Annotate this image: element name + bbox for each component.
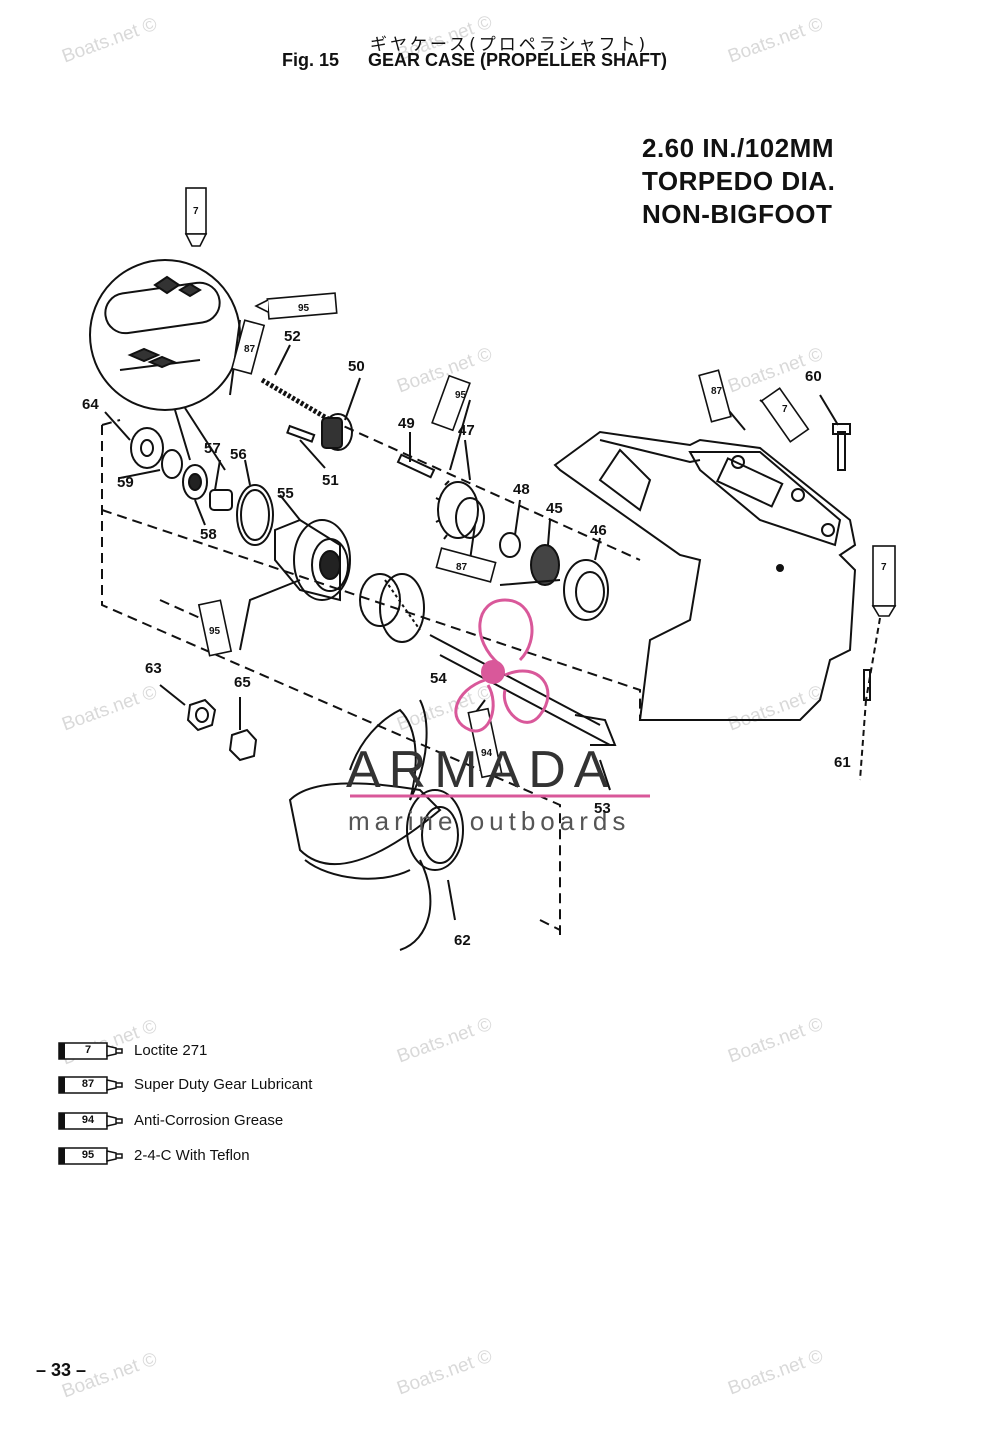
callout-64: 64 xyxy=(82,396,99,413)
spec-torpedo: TORPEDO DIA. xyxy=(642,166,836,196)
callout-54: 54 xyxy=(430,670,447,687)
callout-59: 59 xyxy=(117,474,134,491)
legend-text: 2-4-C With Teflon xyxy=(134,1147,250,1164)
callout-49: 49 xyxy=(398,415,415,432)
page-title: GEAR CASE (PROPELLER SHAFT) xyxy=(368,50,668,70)
tube-icon xyxy=(58,1076,123,1094)
tube-87-right xyxy=(698,369,732,423)
tube-icon xyxy=(58,1042,123,1060)
title-japanese: ギヤケース(プロペラシャフト) xyxy=(370,35,649,55)
tube-label: 7 xyxy=(782,404,788,415)
tube-94 xyxy=(467,707,503,779)
callout-47: 47 xyxy=(458,422,475,439)
tube-label: 95 xyxy=(298,303,310,314)
callout-53: 53 xyxy=(594,800,611,817)
page-number: – 33 – xyxy=(36,1360,87,1380)
callout-58: 58 xyxy=(200,526,217,543)
callout-57: 57 xyxy=(204,440,221,457)
callout-56: 56 xyxy=(230,446,247,463)
figure-label: Fig. 15 xyxy=(282,50,340,70)
tube-87-left xyxy=(230,319,266,375)
callout-52: 52 xyxy=(284,328,301,345)
tube-95-low xyxy=(197,599,233,657)
tube-95-detail xyxy=(254,292,338,320)
tube-label: 87 xyxy=(244,344,256,355)
callout-46: 46 xyxy=(590,522,607,539)
tube-label: 87 xyxy=(711,386,723,397)
legend-text: Super Duty Gear Lubricant xyxy=(134,1076,313,1093)
callout-45: 45 xyxy=(546,500,563,517)
legend-text: Loctite 271 xyxy=(134,1042,208,1059)
tube-label: 95 xyxy=(455,390,467,401)
legend-code: 95 xyxy=(81,1149,95,1161)
tube-7-right-b xyxy=(871,545,897,617)
callout-48: 48 xyxy=(513,481,530,498)
callout-62: 62 xyxy=(454,932,471,949)
tube-label: 94 xyxy=(481,748,493,759)
callout-60: 60 xyxy=(805,368,822,385)
tube-label: 87 xyxy=(456,562,468,573)
tube-95-mid xyxy=(431,374,471,432)
tube-7-top xyxy=(184,187,208,247)
tube-87-mid xyxy=(435,547,497,583)
callout-50: 50 xyxy=(348,358,365,375)
callout-51: 51 xyxy=(322,472,339,489)
callout-63: 63 xyxy=(145,660,162,677)
callout-55: 55 xyxy=(277,485,294,502)
spec-diameter: 2.60 IN./102MM xyxy=(642,133,834,163)
callout-65: 65 xyxy=(234,674,251,691)
tube-label: 7 xyxy=(193,206,199,217)
spec-bigfoot: NON-BIGFOOT xyxy=(642,199,833,229)
legend-code: 7 xyxy=(84,1044,92,1056)
logo-tagline: marine outboards xyxy=(348,806,631,836)
tube-icon xyxy=(58,1112,123,1130)
tube-label: 7 xyxy=(881,562,887,573)
logo-name: ARMADA xyxy=(346,741,617,799)
callout-61: 61 xyxy=(834,754,851,771)
tube-icon xyxy=(58,1147,123,1165)
tube-label: 95 xyxy=(209,626,221,637)
legend-text: Anti-Corrosion Grease xyxy=(134,1112,284,1129)
detail-circle xyxy=(89,259,241,411)
armada-logo-mark xyxy=(454,598,550,733)
legend-code: 87 xyxy=(81,1078,95,1090)
tube-7-right-a xyxy=(760,387,810,443)
legend-code: 94 xyxy=(81,1114,95,1126)
